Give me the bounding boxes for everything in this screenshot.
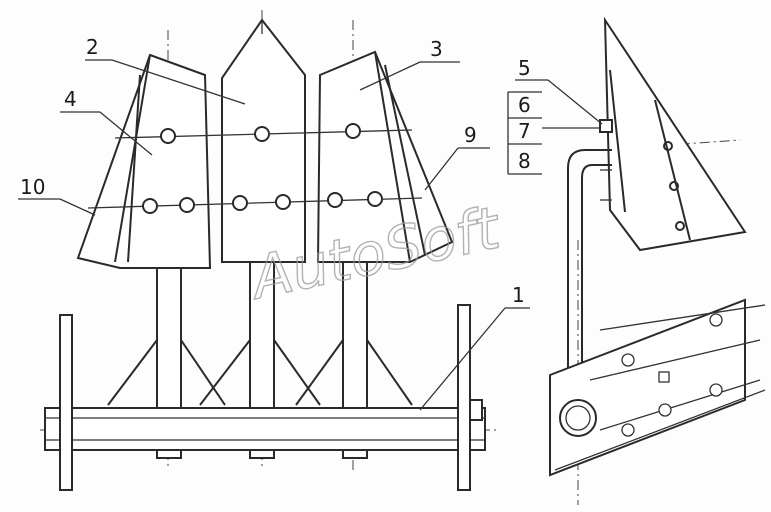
callout-10: 10: [20, 175, 45, 199]
braces: [107, 339, 413, 406]
frame-beam: [44, 304, 486, 491]
callout-6: 6: [518, 93, 531, 117]
callout-1: 1: [512, 283, 525, 307]
callout-9: 9: [464, 123, 477, 147]
detail-bracket: [567, 119, 613, 370]
leaders-left: [18, 59, 530, 411]
callout-4: 4: [64, 87, 77, 111]
callout-2: 2: [86, 35, 99, 59]
callout-7: 7: [518, 119, 531, 143]
callout-3: 3: [430, 37, 443, 61]
detail-beam: [549, 298, 766, 477]
bolt-head: [599, 119, 613, 133]
callout-5: 5: [518, 56, 531, 80]
leaders-right: [507, 79, 603, 175]
callout-8: 8: [518, 149, 531, 173]
right-plate: [316, 50, 454, 263]
left-plate: [76, 53, 212, 269]
left-assembly: 2 3 4 10 9 1: [18, 10, 530, 491]
right-detail: 5 6 7 8: [507, 16, 766, 505]
detail-plate: [600, 16, 747, 252]
tube-section: [559, 399, 597, 437]
bolts: [142, 123, 383, 214]
